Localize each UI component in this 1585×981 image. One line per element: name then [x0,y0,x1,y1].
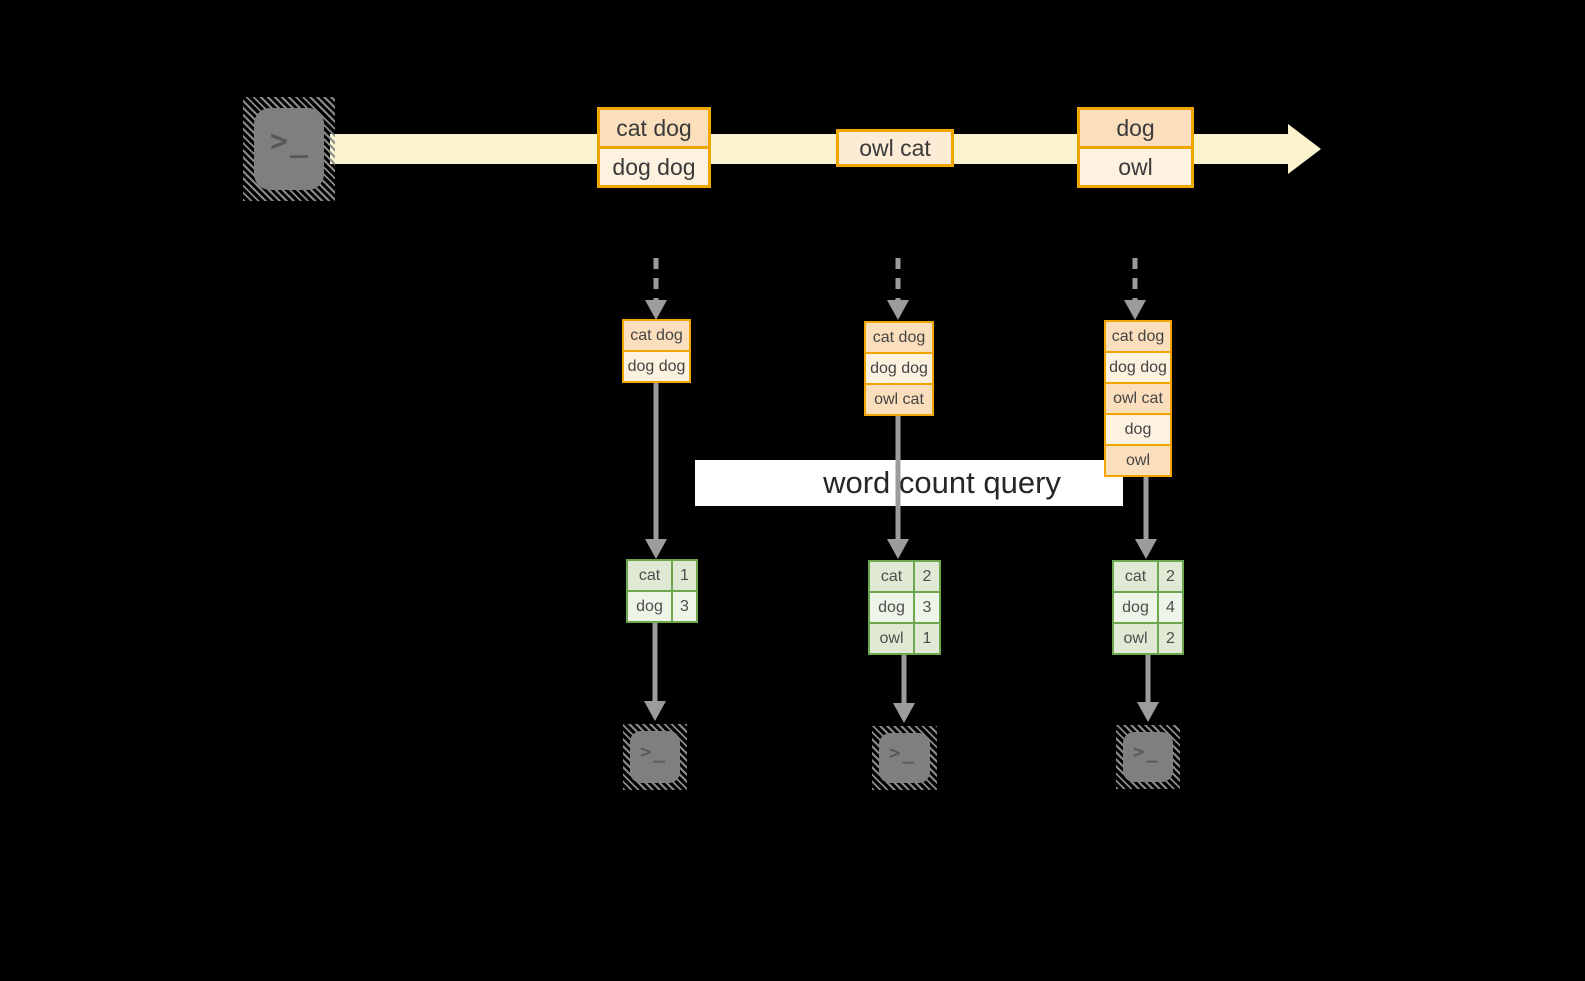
count-value: 4 [1166,598,1175,616]
count-row: cat 2 [870,562,939,591]
count-value: 2 [1166,629,1175,647]
count-row: dog 3 [628,590,696,621]
count-word: owl [1114,624,1159,653]
solid-arrow-down-4 [644,623,666,721]
count-row: owl 1 [870,622,939,653]
count-table-2: cat 2 dog 3 owl 1 [868,560,941,655]
source-terminal-icon: >_ [243,97,335,201]
terminal-prompt-glyph: >_ [640,741,667,763]
terminal-screen: >_ [630,731,680,783]
buffer-item: owl cat [866,383,932,414]
count-row: dog 4 [1114,591,1182,622]
solid-arrow-down-6 [1137,653,1159,722]
count-word: cat [870,562,915,591]
solid-arrow-down-1 [645,383,667,559]
buffer-item: dog dog [624,350,689,381]
count-value: 2 [1166,567,1175,585]
buffer-stack-3: cat dog dog dog owl cat dog owl [1104,320,1172,477]
buffer-item: owl cat [1106,382,1170,413]
terminal-screen: >_ [879,733,930,783]
event-line: dog dog [600,146,708,185]
solid-arrow-down-2 [887,416,909,559]
query-label: word count query [695,460,1123,506]
buffer-item: dog [1106,413,1170,444]
buffer-item: cat dog [866,323,932,352]
buffer-stack-1: cat dog dog dog [622,319,691,383]
count-value: 1 [922,629,932,647]
buffer-item: cat dog [1106,322,1170,351]
terminal-prompt-glyph: >_ [270,124,311,159]
buffer-item: dog dog [1106,351,1170,382]
count-value: 1 [680,566,689,584]
event-line: cat dog [600,110,708,146]
dashed-arrow-down-3 [1124,258,1146,320]
sink-terminal-icon-2: >_ [872,726,937,790]
dashed-arrow-down-2 [887,258,909,320]
terminal-screen: >_ [254,108,324,190]
terminal-prompt-glyph: >_ [889,742,916,764]
count-table-1: cat 1 dog 3 [626,559,698,623]
count-row: dog 3 [870,591,939,622]
terminal-prompt-glyph: >_ [1133,741,1160,763]
event-line: owl [1080,146,1191,185]
sink-terminal-icon-3: >_ [1116,725,1180,789]
buffer-item: owl [1106,444,1170,475]
count-word: cat [1114,562,1159,591]
count-word: owl [870,624,915,653]
solid-arrow-down-5 [893,653,915,723]
stream-event-2: owl cat [836,129,954,167]
event-line: owl cat [839,132,951,164]
stream-event-3: dog owl [1077,107,1194,188]
count-word: dog [628,592,673,621]
count-word: dog [870,593,915,622]
count-row: owl 2 [1114,622,1182,653]
count-value: 2 [922,567,932,585]
count-table-3: cat 2 dog 4 owl 2 [1112,560,1184,655]
count-value: 3 [922,598,932,616]
timeline-arrowhead-icon [1288,124,1321,174]
count-row: cat 2 [1114,562,1182,591]
buffer-item: dog dog [866,352,932,383]
count-row: cat 1 [628,561,696,590]
count-value: 3 [680,597,689,615]
stream-event-1: cat dog dog dog [597,107,711,188]
dashed-arrow-down-1 [645,258,667,320]
event-line: dog [1080,110,1191,146]
buffer-stack-2: cat dog dog dog owl cat [864,321,934,416]
buffer-item: cat dog [624,321,689,350]
solid-arrow-down-3 [1135,477,1157,559]
count-word: dog [1114,593,1159,622]
sink-terminal-icon-1: >_ [623,724,687,790]
terminal-screen: >_ [1123,732,1173,782]
count-word: cat [628,561,673,590]
